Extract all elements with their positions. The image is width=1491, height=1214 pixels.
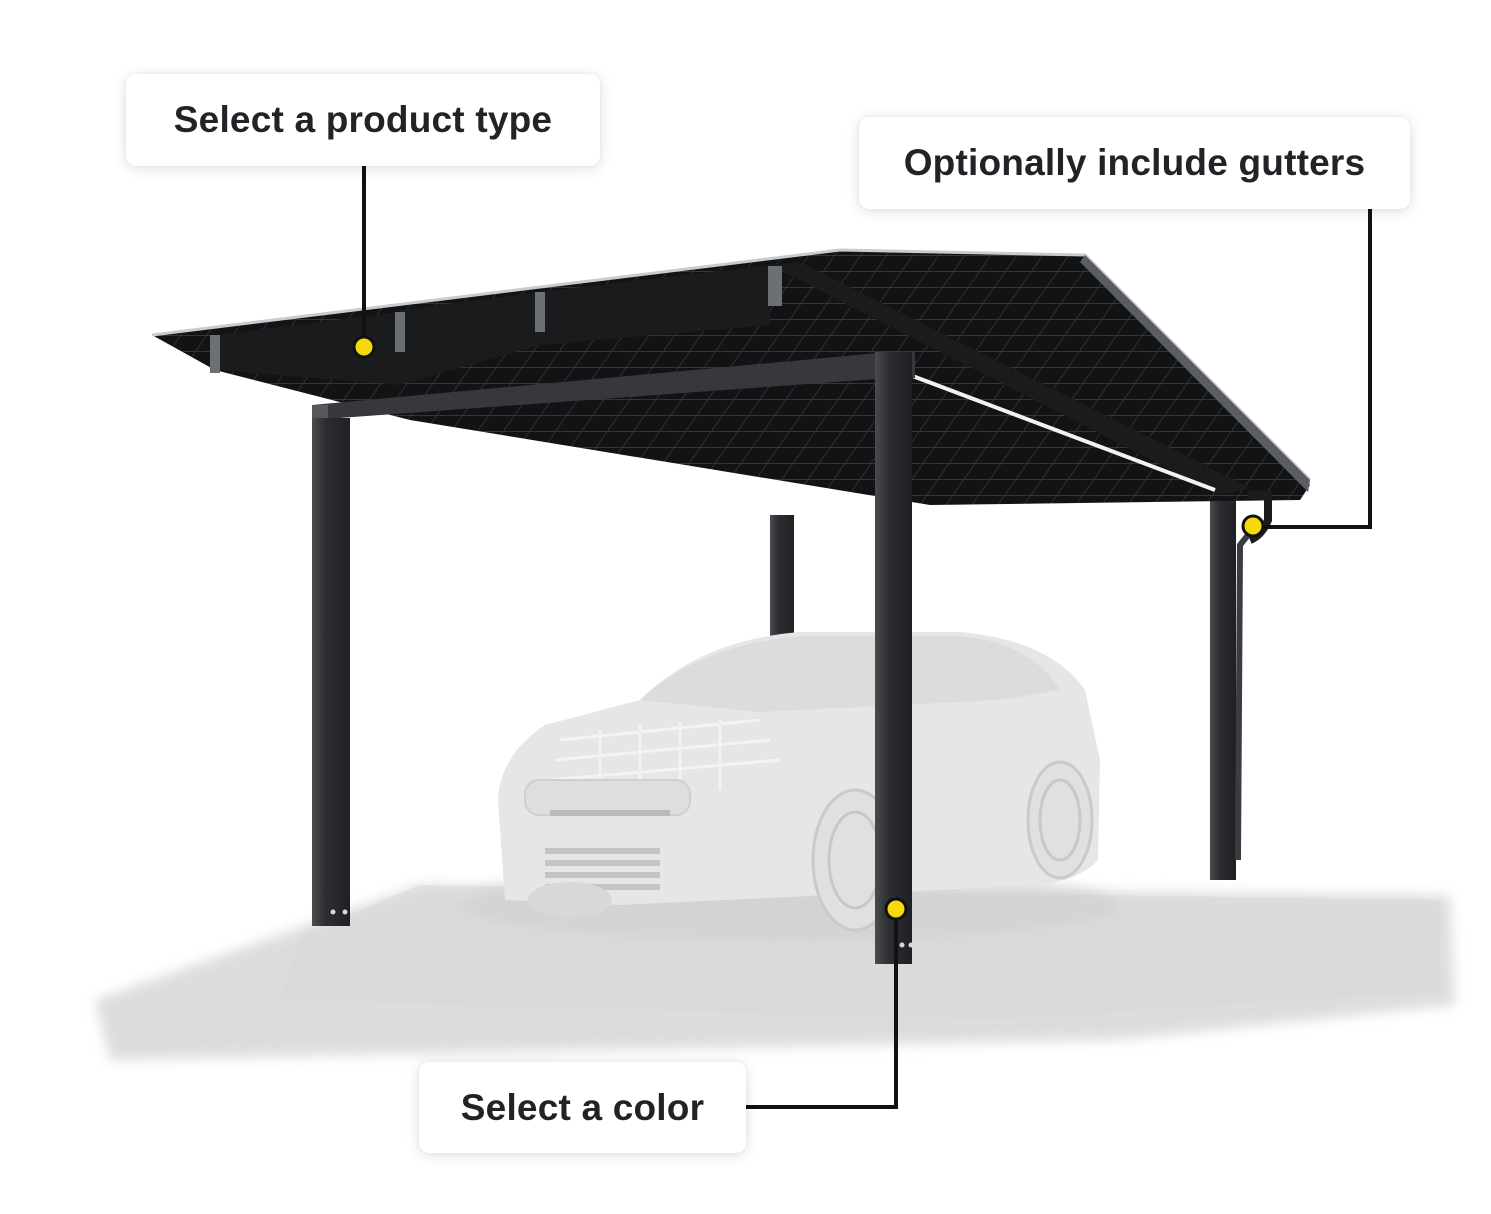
leader-line-gutters	[1253, 209, 1372, 529]
callout-gutters: Optionally include gutters	[859, 117, 1410, 209]
hotspot-markers	[352, 335, 1265, 921]
hotspot-color[interactable]	[884, 897, 908, 921]
callout-color-label: Select a color	[460, 1086, 705, 1128]
leader-line-color	[746, 909, 898, 1109]
hotspot-product-type[interactable]	[352, 335, 376, 359]
hotspot-gutters[interactable]	[1241, 514, 1265, 538]
callout-gutters-label: Optionally include gutters	[903, 142, 1366, 183]
leader-lines	[362, 166, 1372, 1109]
rear-posts	[770, 490, 1236, 880]
front-frame	[312, 352, 915, 964]
callout-product-type-label: Select a product type	[173, 99, 553, 140]
callout-color: Select a color	[419, 1062, 746, 1153]
callout-product-type: Select a product type	[126, 74, 600, 166]
car	[460, 632, 1120, 940]
